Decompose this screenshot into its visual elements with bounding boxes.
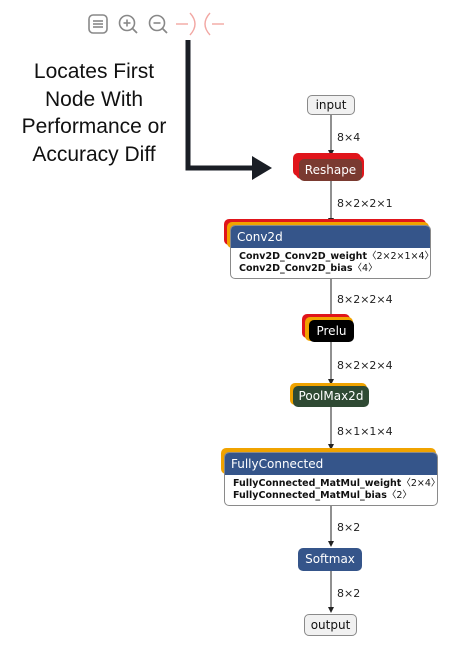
node-poolmax2d[interactable]: PoolMax2d bbox=[293, 386, 369, 407]
callout-line: Locates First bbox=[33, 60, 155, 83]
menu-icon[interactable] bbox=[86, 12, 110, 40]
node-output[interactable]: output bbox=[304, 614, 357, 636]
node-attr: Conv2D_Conv2D_weight〈2×2×1×4〉 bbox=[231, 251, 430, 263]
attr-name: Conv2D_Conv2D_bias bbox=[239, 263, 353, 274]
attr-name: FullyConnected_MatMul_weight bbox=[233, 478, 402, 489]
node-prelu[interactable]: Prelu bbox=[309, 320, 354, 342]
attr-value: 〈2×2×1×4〉 bbox=[366, 251, 431, 262]
attr-value: 〈2×4〉 bbox=[401, 478, 438, 489]
edge-label: 8×2×2×4 bbox=[337, 293, 393, 306]
edge-label: 8×2 bbox=[337, 587, 361, 600]
callout-line: Performance or bbox=[21, 115, 167, 138]
node-softmax[interactable]: Softmax bbox=[298, 548, 362, 571]
node-reshape[interactable]: Reshape bbox=[299, 159, 362, 181]
attr-name: FullyConnected_MatMul_bias bbox=[233, 490, 387, 501]
node-fullyconnected-title: FullyConnected bbox=[225, 453, 437, 475]
zoom-out-icon[interactable] bbox=[146, 12, 170, 40]
node-conv2d-title: Conv2d bbox=[231, 226, 430, 248]
node-fullyconnected[interactable]: FullyConnected FullyConnected_MatMul_wei… bbox=[224, 452, 438, 506]
callout-annotation: Locates First Node With Performance or A… bbox=[0, 58, 188, 168]
attr-name: Conv2D_Conv2D_weight bbox=[239, 251, 367, 262]
node-conv2d[interactable]: Conv2d Conv2D_Conv2D_weight〈2×2×1×4〉 Con… bbox=[230, 225, 431, 279]
zoom-in-icon[interactable] bbox=[116, 12, 140, 40]
edge-label: 8×4 bbox=[337, 131, 361, 144]
edge-label: 8×2 bbox=[337, 521, 361, 534]
graph-logo-icon bbox=[174, 10, 226, 42]
node-attr: Conv2D_Conv2D_bias〈4〉 bbox=[231, 263, 430, 275]
edge-label: 8×2×2×4 bbox=[337, 359, 393, 372]
node-attr: FullyConnected_MatMul_bias〈2〉 bbox=[225, 490, 437, 502]
node-attr: FullyConnected_MatMul_weight〈2×4〉 bbox=[225, 478, 437, 490]
callout-line: Node With bbox=[44, 87, 144, 111]
attr-value: 〈2〉 bbox=[386, 490, 412, 501]
edge-label: 8×2×2×1 bbox=[337, 197, 393, 210]
callout-line: Accuracy Diff bbox=[32, 142, 156, 166]
edge-label: 8×1×1×4 bbox=[337, 425, 393, 438]
attr-value: 〈4〉 bbox=[352, 263, 378, 274]
node-input[interactable]: input bbox=[307, 95, 355, 115]
